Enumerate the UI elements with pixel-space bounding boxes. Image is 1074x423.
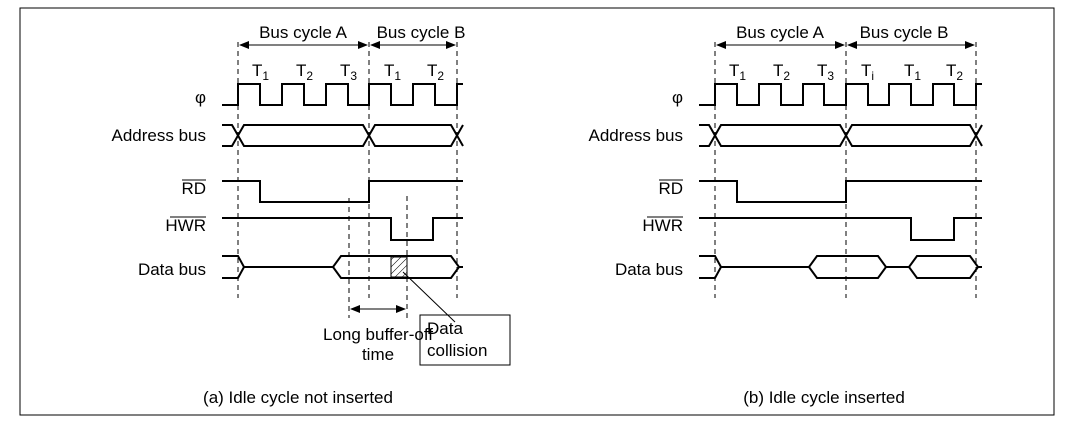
collision-leader-line: [402, 271, 456, 323]
clock-waveform: [699, 83, 982, 106]
buffer-off-label-line1: Long buffer-off: [323, 325, 433, 344]
state-label: T1: [252, 61, 269, 83]
panel-b-caption: (b) Idle cycle inserted: [743, 388, 905, 407]
data-bus-label: Data bus: [615, 260, 683, 279]
hwr-waveform: [699, 217, 982, 241]
bus-cycle-a-label: Bus cycle A: [259, 23, 348, 42]
clock-signal-label: φ: [195, 88, 206, 107]
bus-cycle-b-label: Bus cycle B: [860, 23, 949, 42]
panel-b: Bus cycle A Bus cycle B T1 T2 T3 Ti T1 T…: [589, 23, 983, 407]
bus-cycle-a-label: Bus cycle A: [736, 23, 825, 42]
state-label: T2: [773, 61, 790, 83]
bus-cycle-b-label: Bus cycle B: [377, 23, 466, 42]
collision-label-line2: collision: [427, 341, 487, 360]
clock-waveform: [222, 83, 463, 106]
state-label: T2: [427, 61, 444, 83]
state-label: T2: [946, 61, 963, 83]
rd-waveform: [222, 180, 463, 203]
address-bus-label: Address bus: [589, 126, 684, 145]
rd-waveform: [699, 180, 982, 203]
rd-signal-label: RD: [658, 179, 683, 198]
figure-frame: [19, 7, 1055, 416]
data-bus-waveform: [222, 255, 463, 279]
panel-a: Bus cycle A Bus cycle B T1 T2 T3 T1 T2 φ…: [112, 23, 511, 407]
state-label: T2: [296, 61, 313, 83]
state-label: T1: [384, 61, 401, 83]
state-label: T1: [904, 61, 921, 83]
data-bus-label: Data bus: [138, 260, 206, 279]
state-label: T3: [817, 61, 834, 83]
address-bus-waveform: [222, 124, 464, 147]
panel-a-caption: (a) Idle cycle not inserted: [203, 388, 393, 407]
hwr-signal-label: HWR: [642, 216, 683, 235]
collision-callout-box: [419, 314, 511, 366]
state-label: T3: [340, 61, 357, 83]
hwr-signal-label: HWR: [165, 216, 206, 235]
rd-signal-label: RD: [181, 179, 206, 198]
state-label: Ti: [861, 61, 874, 83]
collision-label-line1: Data: [427, 319, 463, 338]
data-bus-waveform: [699, 255, 982, 279]
state-label: T1: [729, 61, 746, 83]
clock-signal-label: φ: [672, 88, 683, 107]
hwr-waveform: [222, 217, 463, 241]
buffer-off-label-line2: time: [362, 345, 394, 364]
address-bus-waveform: [699, 124, 983, 147]
address-bus-label: Address bus: [112, 126, 207, 145]
